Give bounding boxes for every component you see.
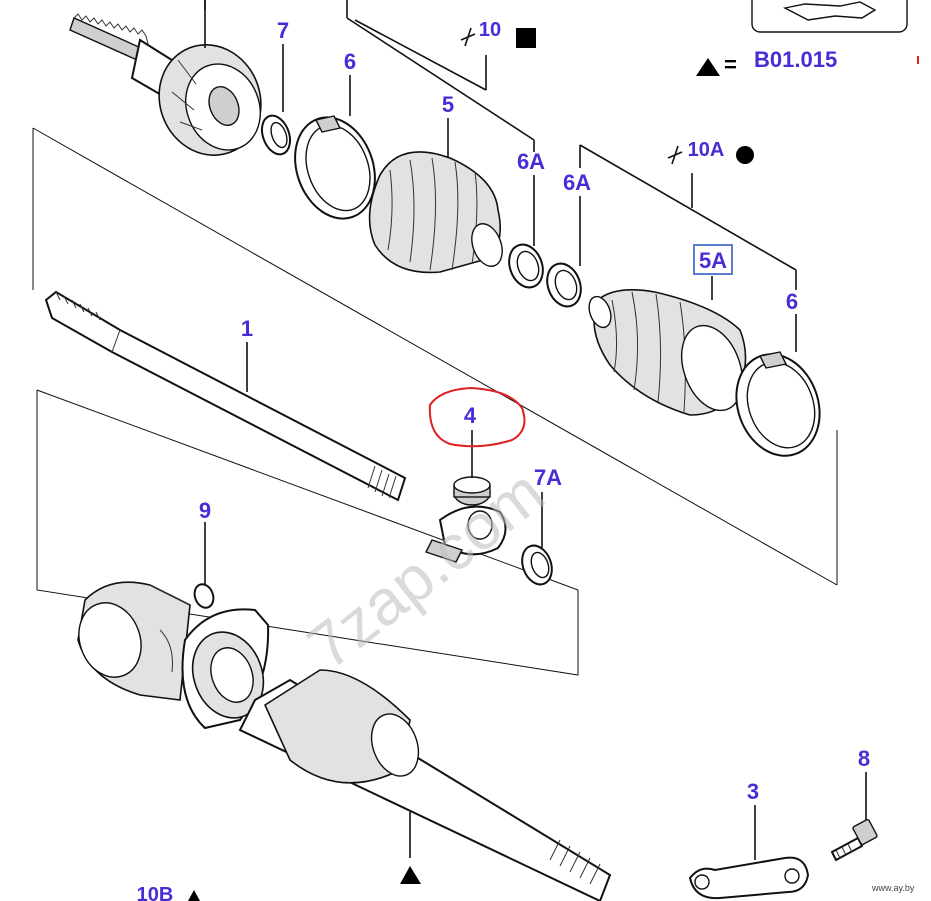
callout-6-right: 6 <box>786 289 798 314</box>
boot-clamp-6-upper <box>294 115 376 220</box>
watermark: 7zap.com <box>294 455 557 683</box>
support-bracket-3 <box>688 856 810 900</box>
shaft-1 <box>44 290 407 502</box>
legend-equals: = <box>724 52 737 77</box>
inner-shaft <box>238 669 612 901</box>
circlip-7 <box>260 114 292 156</box>
legend-reference: B01.015 <box>754 47 837 72</box>
boot-clamp-6a-2 <box>546 262 582 308</box>
callout-6a-1: 6A <box>517 149 545 174</box>
boot-clamp-6-right <box>735 351 821 457</box>
callout-6a-2: 6A <box>563 170 591 195</box>
callout-10b: 10B <box>137 884 174 901</box>
circle-symbol-icon <box>736 146 754 164</box>
cv-boot-5 <box>368 151 503 274</box>
callout-10: 10 <box>479 19 501 41</box>
callout-box-5a <box>693 244 733 275</box>
triangle-marker-icon <box>400 866 421 884</box>
kit-bracket-10a <box>579 144 797 290</box>
assembly-frame-lower <box>36 389 579 676</box>
boot-clamp-6a-1 <box>508 243 544 289</box>
triangle-symbol-icon <box>696 58 720 76</box>
cv-boot-5a <box>588 289 747 416</box>
circlip-7a <box>521 544 553 586</box>
inner-shaft-housing <box>77 581 191 701</box>
callout-7a: 7A <box>534 465 562 490</box>
callout-10a: 10A <box>688 139 725 161</box>
callout-6-top: 6 <box>344 49 356 74</box>
site-mark: www.ay.by <box>871 883 915 893</box>
outer-cv-joint <box>69 13 262 156</box>
callout-9: 9 <box>199 498 211 523</box>
triangle-marker-bottom-icon <box>188 890 200 901</box>
callout-4: 4 <box>464 403 477 428</box>
callout-7: 7 <box>277 18 289 43</box>
assembly-frame-upper <box>32 127 838 586</box>
tripod-joint-4 <box>425 476 507 563</box>
square-symbol-icon <box>516 28 536 48</box>
callout-8: 8 <box>858 746 870 771</box>
inset-view-box <box>751 0 908 33</box>
highlight-circle <box>428 386 526 448</box>
bearing-flange <box>181 608 270 730</box>
circlip-9 <box>193 583 215 609</box>
callout-5a: 5A <box>699 248 727 273</box>
callout-5: 5 <box>442 92 454 117</box>
bolt-8 <box>830 818 878 862</box>
symbols <box>188 27 919 901</box>
callout-1: 1 <box>241 316 253 341</box>
leader-lines <box>204 0 867 860</box>
callout-3: 3 <box>747 779 759 804</box>
